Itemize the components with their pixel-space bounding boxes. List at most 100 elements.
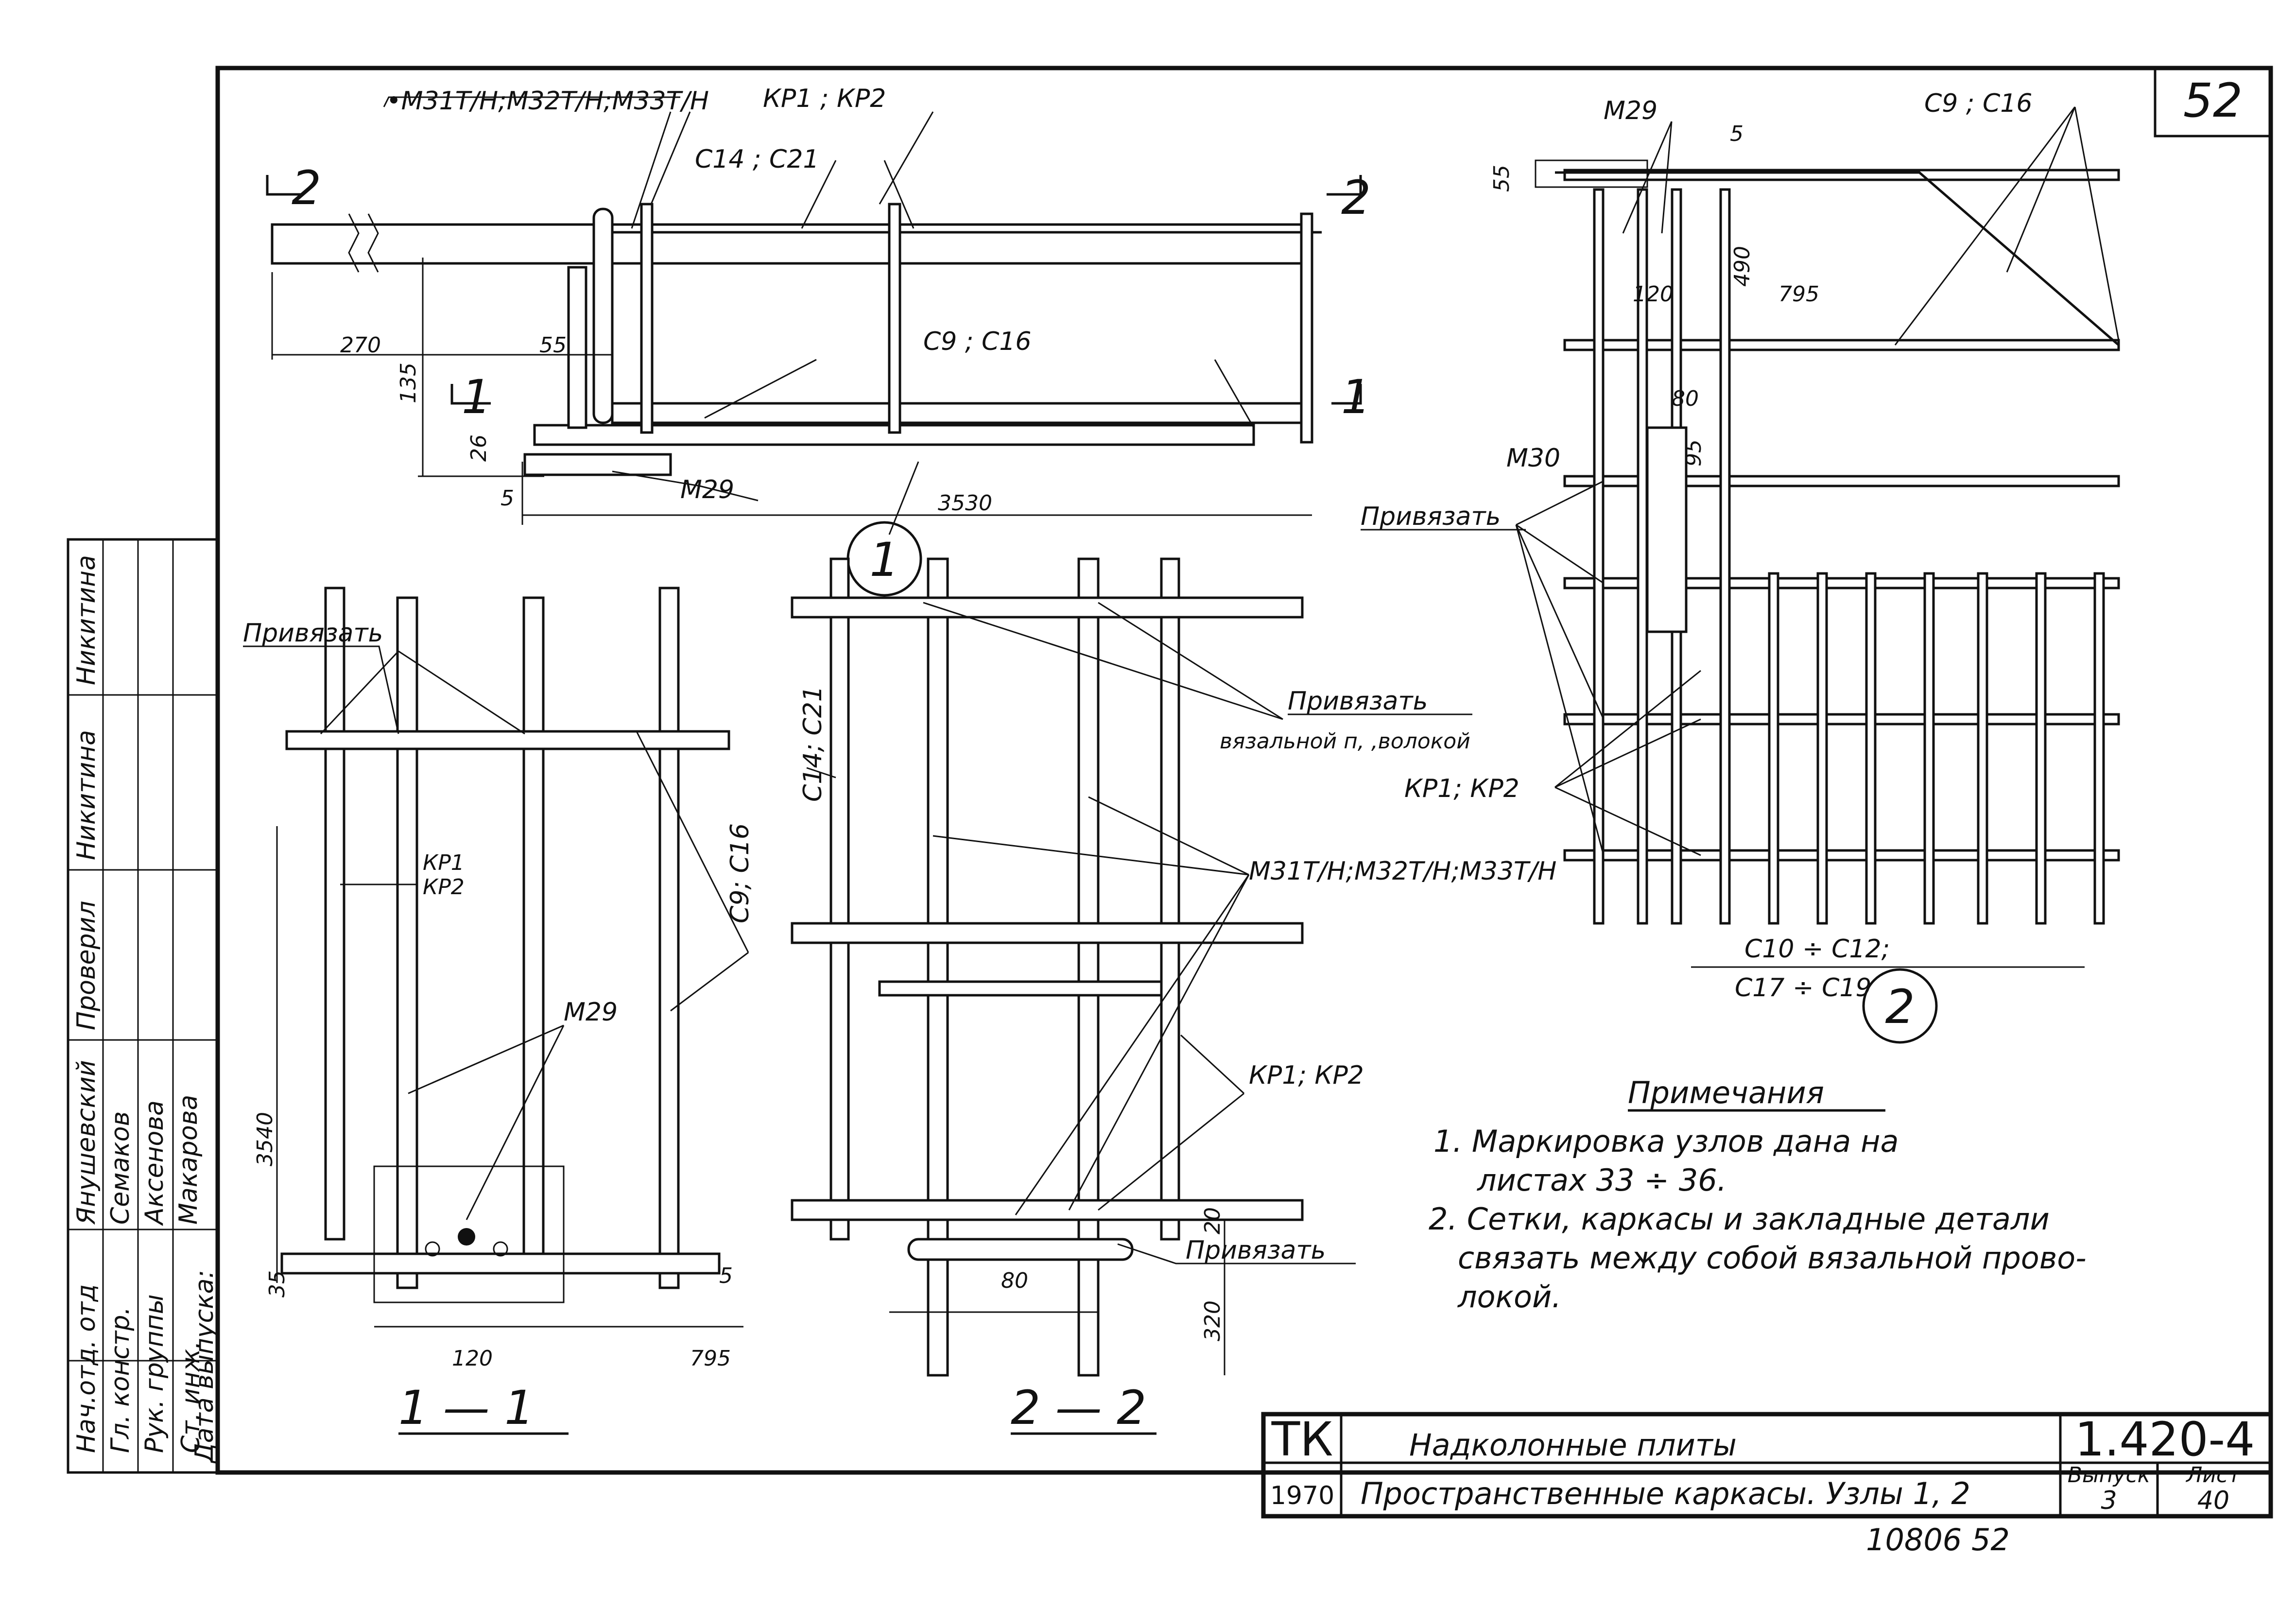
name-2: Семаков <box>106 1111 135 1225</box>
label-privyazat-11: Привязать <box>243 619 383 648</box>
node-1-label: 1 <box>869 533 899 587</box>
label-m29-11: М29 <box>564 998 618 1027</box>
node2-bent-bar <box>1555 171 2120 346</box>
label-m29-node2: М29 <box>1604 96 1657 125</box>
name-3: Аксенова <box>140 1100 169 1226</box>
label-kp1-kp2: КР1 ; КР2 <box>763 84 886 113</box>
section-title-2-2: 2 — 2 <box>1011 1381 1146 1435</box>
dim-135: 135 <box>396 363 421 403</box>
node2-vertical-bar <box>2035 572 2047 925</box>
dim-55-node2: 55 <box>1489 165 1514 192</box>
title-issue-label: Выпуск <box>2068 1463 2151 1488</box>
dim-95: 95 <box>1681 439 1706 467</box>
node2-leader <box>1661 121 1673 234</box>
label-privyazat-node2: Привязать <box>1361 502 1501 531</box>
label-kp1-11: КР1 <box>423 850 465 875</box>
node2-leader <box>1516 480 1604 526</box>
node2-leader <box>1622 121 1673 234</box>
title-org: ТК <box>1271 1412 1333 1467</box>
note-1-a: 1. Маркировка узлов дана на <box>1433 1124 1899 1159</box>
note-2-b: связать между собой вязальной прово- <box>1458 1240 2087 1276</box>
node2-vertical-bar <box>1768 572 1779 925</box>
node2-leader <box>1894 106 2076 346</box>
label-privyazat-22a: Привязать <box>1288 687 1428 716</box>
node2-leader <box>1515 524 1605 856</box>
label-c9-c16: С9 ; С16 <box>923 327 1031 356</box>
node2-vertical-bar <box>1593 188 1605 925</box>
dim-5: 5 <box>501 486 514 511</box>
title-subtitle: Пространственные каркасы. Узлы 1, 2 <box>1361 1476 1970 1511</box>
dim-120-11: 120 <box>452 1346 493 1371</box>
checked-label: Проверил <box>72 900 101 1030</box>
label-kp1-kp2-node2: КР1; КР2 <box>1404 774 1519 803</box>
label-m31-m33: •M31Т/Н;М32Т/Н;М33Т/Н <box>386 87 709 116</box>
archive-number: 10806 52 <box>1866 1522 2010 1558</box>
node2-leader <box>1554 786 1701 856</box>
label-c14-c21-22: С14; С21 <box>798 686 828 802</box>
node2-vertical-bar <box>1816 572 1828 925</box>
release-date-label: Дата выпуска: <box>190 1270 219 1464</box>
title-sheet-value: 40 <box>2197 1486 2229 1515</box>
label-c9-c16-node2: С9 ; С16 <box>1924 89 2032 118</box>
dim-26: 26 <box>466 434 491 462</box>
dim-5-11: 5 <box>719 1264 733 1288</box>
dim-35: 35 <box>265 1270 290 1298</box>
notes-title: Примечания <box>1628 1075 1824 1110</box>
label-privyazat-22a-sub: вязальной п, ,волокой <box>1220 729 1470 754</box>
dim-3530: 3530 <box>938 491 992 516</box>
section-title-1-1: 1 — 1 <box>398 1381 534 1435</box>
section-mark-1-right: 1 <box>1341 370 1371 424</box>
section-mark-2-right: 2 <box>1341 171 1371 225</box>
elevation-view: 2 2 1 1 •M31Т/Н;М32Т/Н;М33Т/Н КР1 ; КР2 … <box>266 84 1371 525</box>
role-4: Ст. инж. <box>176 1341 206 1453</box>
node2-leader <box>2074 106 2120 341</box>
label-m30: М30 <box>1506 444 1560 473</box>
node-2-label: 2 <box>1885 980 1915 1034</box>
dim-20: 20 <box>1200 1207 1225 1234</box>
title-doc-code: 1.420-4 <box>2075 1412 2255 1467</box>
title-year: 1970 <box>1270 1481 1334 1510</box>
node2-m29-plate <box>1535 159 1648 188</box>
node2-vertical-bar <box>1977 572 1988 925</box>
dim-270: 270 <box>340 333 381 358</box>
dim-490: 490 <box>1730 246 1755 287</box>
signature-block: Нач.отд. отд Гл. констр. Рук. группы Ст.… <box>67 538 219 1474</box>
name-4: Макарова <box>174 1095 203 1225</box>
dim-320: 320 <box>1200 1300 1225 1341</box>
label-c10-c12: С10 ÷ С12; <box>1744 935 1890 964</box>
node2-leader <box>1516 524 1604 584</box>
node2-leader <box>1515 524 1605 720</box>
notes: Примечания 1. Маркировка узлов дана на л… <box>1429 1075 2087 1315</box>
dim-80-node2: 80 <box>1672 386 1699 411</box>
section-mark-1-left: 1 <box>462 370 491 424</box>
label-kp1-kp2-22: КР1; КР2 <box>1249 1061 1364 1090</box>
dim-795-node2: 795 <box>1778 282 1819 307</box>
label-privyazat-22b: Привязать <box>1186 1236 1326 1265</box>
node-2-plan <box>1515 106 2120 925</box>
label-m31-22: М31Т/Н;М32Т/Н;М33Т/Н <box>1249 857 1556 886</box>
dim-55: 55 <box>539 333 567 358</box>
checked-name: Никитина <box>72 730 101 860</box>
label-m29: М29 <box>680 475 734 504</box>
label-c17-c19: С17 ÷ С19 <box>1735 973 1872 1003</box>
title-name: Надколонные плиты <box>1409 1427 1737 1463</box>
title-block: ТК 1970 Надколонные плиты Пространственн… <box>1261 1412 2273 1558</box>
title-sheet-label: Лист <box>2185 1463 2241 1488</box>
label-c14-c21: С14 ; С21 <box>695 145 819 174</box>
dim-3540: 3540 <box>253 1112 277 1166</box>
node2-vertical-bar <box>2093 572 2105 925</box>
label-c9-c16-11: С9; С16 <box>725 823 755 923</box>
node2-leader <box>1554 718 1701 788</box>
node2-leader <box>1554 670 1701 788</box>
note-2-c: локой. <box>1457 1279 1561 1315</box>
signature-name: Никитина <box>72 555 101 685</box>
node2-vertical-bar <box>1865 572 1877 925</box>
sheet-number: 52 <box>2183 73 2243 128</box>
label-kp2-11: КР2 <box>423 875 465 900</box>
role-3: Рук. группы <box>140 1294 169 1453</box>
name-1: Янушевский <box>72 1060 101 1225</box>
role-1: Нач.отд. отд <box>72 1284 101 1453</box>
node2-leader <box>2006 106 2076 273</box>
